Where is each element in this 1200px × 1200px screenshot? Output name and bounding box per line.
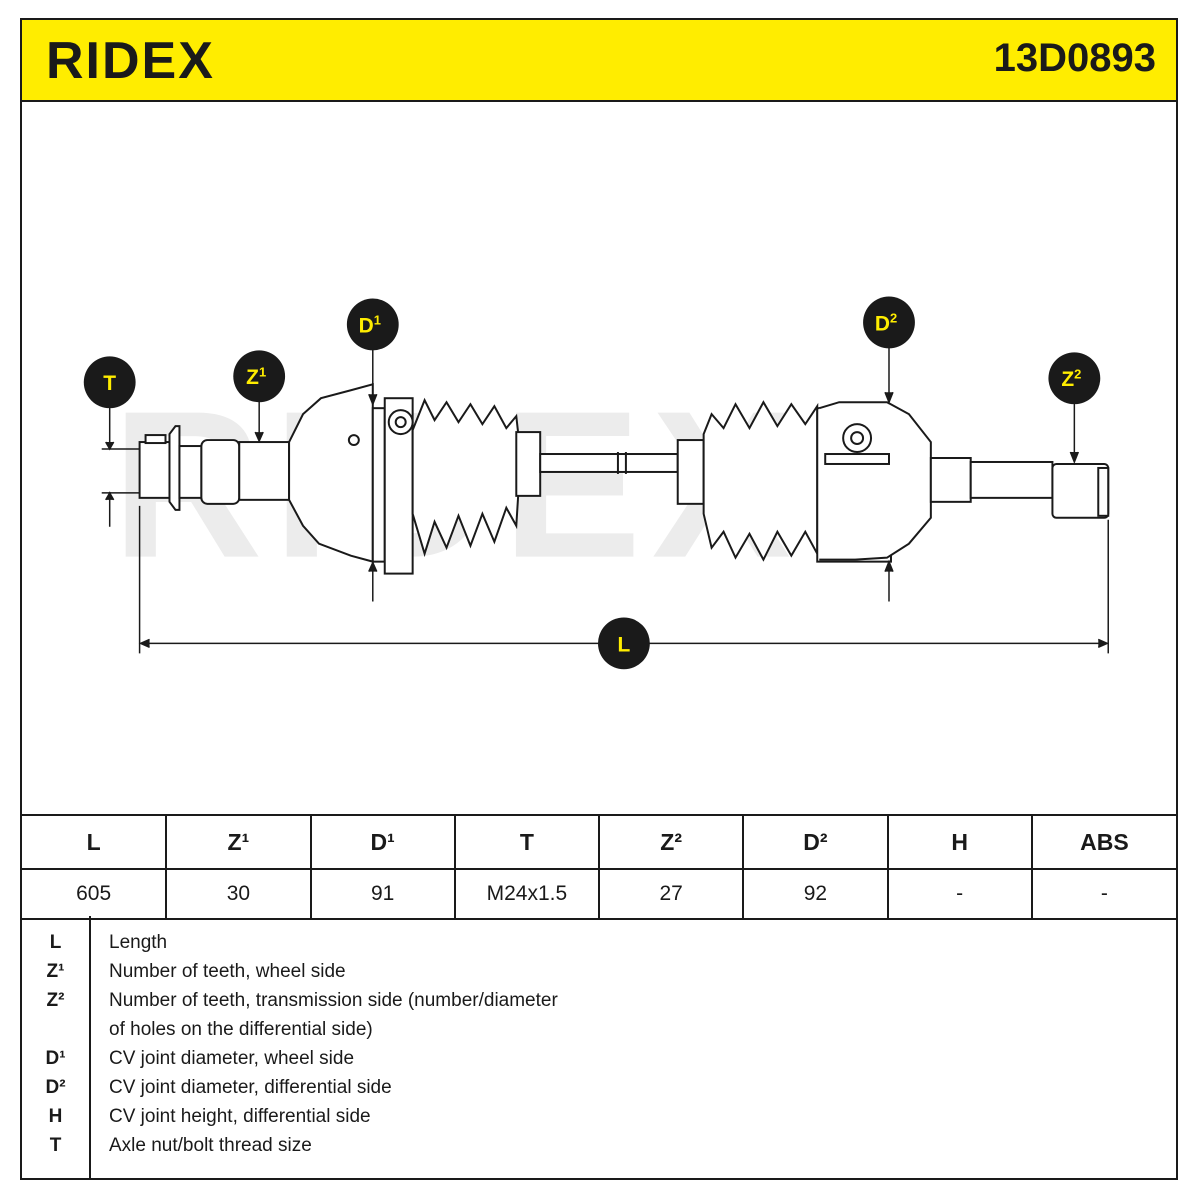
spec-header-l: L <box>22 814 168 870</box>
legend-text: of holes on the differential side) <box>109 1019 373 1040</box>
spec-value-h: - <box>886 868 1033 920</box>
callout-d1: D1 <box>346 298 399 351</box>
legend-key: D¹ <box>45 1048 66 1069</box>
part-number: 13D0893 <box>993 36 1156 80</box>
callout-t: T <box>83 356 136 409</box>
legend-key: Z¹ <box>46 961 65 982</box>
spec-value-t: M24x1.5 <box>453 868 601 920</box>
spec-header-h: H <box>886 814 1033 870</box>
legend-item: D¹ CV joint diameter, wheel side <box>22 1044 1176 1073</box>
legend-key: L <box>49 932 62 953</box>
legend-item: D² CV joint diameter, differential side <box>22 1073 1176 1102</box>
spec-value-abs: - <box>1030 868 1176 920</box>
spec-value-z2: 27 <box>597 868 745 920</box>
legend-divider <box>89 916 91 1178</box>
svg-text:Z1: Z1 <box>246 364 266 389</box>
drive-shaft-drawing: RIDEX <box>83 296 1110 670</box>
spec-value-l: 605 <box>22 868 168 920</box>
legend-item: Z¹ Number of teeth, wheel side <box>22 957 1176 986</box>
callout-z2: Z2 <box>1048 352 1101 405</box>
legend-item: T Axle nut/bolt thread size <box>22 1131 1176 1160</box>
legend-text: CV joint diameter, differential side <box>109 1077 392 1098</box>
legend-item: H CV joint height, differential side <box>22 1102 1176 1131</box>
legend-text: Axle nut/bolt thread size <box>109 1135 312 1156</box>
svg-text:D2: D2 <box>875 310 897 335</box>
svg-text:RIDEX: RIDEX <box>46 34 215 90</box>
svg-text:T: T <box>103 372 116 395</box>
svg-text:Z2: Z2 <box>1061 366 1081 391</box>
spec-header-abs: ABS <box>1030 814 1176 870</box>
legend-key: Z² <box>46 990 65 1011</box>
legend-text: Length <box>109 932 168 953</box>
svg-text:D1: D1 <box>359 312 381 337</box>
legend-text: Number of teeth, wheel side <box>109 961 346 982</box>
callout-l: L <box>598 617 650 670</box>
drive-shaft <box>138 382 1110 575</box>
product-sheet: RIDEX 13D0893 RIDEX <box>20 18 1178 1180</box>
spec-value-d2: 92 <box>742 868 889 920</box>
spec-header-t: T <box>453 814 601 870</box>
legend-key: D² <box>45 1077 66 1098</box>
legend-text: Number of teeth, transmission side (numb… <box>109 990 558 1011</box>
spec-value-row: 605 30 91 M24x1.5 27 92 - - <box>22 868 1176 920</box>
legend-key: T <box>49 1135 62 1156</box>
legend-key: H <box>48 1106 63 1127</box>
spec-table: L Z¹ D¹ T Z² D² H ABS 605 30 91 M24x1.5 … <box>22 814 1176 920</box>
spec-value-d1: 91 <box>309 868 456 920</box>
legend-item: L Length <box>22 928 1176 957</box>
spec-header-z2: Z² <box>597 814 745 870</box>
spec-header-d1: D¹ <box>309 814 456 870</box>
legend-item: of holes on the differential side) <box>22 1015 1176 1044</box>
legend-item: Z² Number of teeth, transmission side (n… <box>22 986 1176 1015</box>
header-bar: RIDEX 13D0893 <box>22 20 1176 102</box>
legend: L Length Z¹ Number of teeth, wheel side … <box>22 916 1176 1178</box>
svg-text:L: L <box>618 633 631 656</box>
legend-text: CV joint diameter, wheel side <box>109 1048 355 1069</box>
callout-d2: D2 <box>863 296 915 349</box>
spec-header-d2: D² <box>742 814 889 870</box>
callout-z1: Z1 <box>233 350 286 403</box>
spec-header-z1: Z¹ <box>165 814 312 870</box>
ridex-logo: RIDEX <box>46 34 215 90</box>
legend-text: CV joint height, differential side <box>109 1106 371 1127</box>
spec-value-z1: 30 <box>165 868 312 920</box>
spec-header-row: L Z¹ D¹ T Z² D² H ABS <box>22 814 1176 870</box>
